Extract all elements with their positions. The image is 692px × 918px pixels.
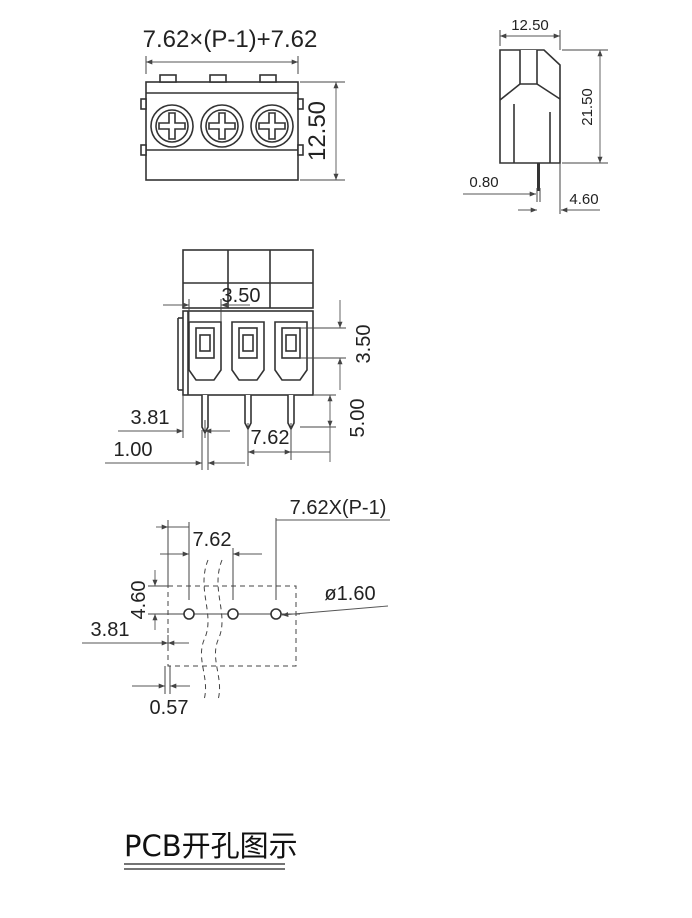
pcb-layout-view: 7.62X(P-1) 7.62 4.60 3.81 ø1.60 0.57 [82,497,390,719]
drawing-title: PCB开孔图示 [124,829,298,863]
bottom-opening-width-label: 3.50 [222,285,261,307]
bottom-pitch-label: 7.62 [251,427,290,449]
pcb-hole [270,608,282,620]
front-width-label: 7.62×(P-1)+7.62 [143,26,318,53]
bottom-opening-height-label: 3.50 [353,325,375,364]
side-view: 12.50 21.50 0.80 4.60 [463,17,608,214]
front-view: 7.62×(P-1)+7.62 [140,26,345,181]
screw-icon [250,104,294,148]
pcb-edge-offset-label: 3.81 [91,619,130,641]
front-height-label: 12.50 [304,101,331,161]
screw-icon [200,104,244,148]
bottom-top-housing [182,249,314,309]
wire-opening [274,321,308,381]
wire-opening [188,321,222,381]
bottom-pin-length-label: 5.00 [347,399,369,438]
pcb-margin-label: 0.57 [150,697,189,719]
bottom-edge-to-pin-label: 3.81 [131,407,170,429]
side-pin [537,163,540,191]
pcb-pitch-formula-label: 7.62X(P-1) [290,497,387,519]
pcb-row-offset-label: 4.60 [128,581,150,620]
wire-opening [231,321,265,381]
bottom-pin-width-label: 1.00 [114,439,153,461]
side-depth-label: 12.50 [511,17,549,34]
bottom-view: 3.50 3.50 5.00 3.81 7.62 1.00 [105,249,375,470]
side-pin-offset-label: 4.60 [569,191,598,208]
caption: PCB开孔图示 [124,829,298,870]
side-height-label: 21.50 [579,88,596,126]
pcb-hole-diameter-label: ø1.60 [324,583,375,605]
pcb-pitch-label: 7.62 [193,529,232,551]
pcb-outline [167,585,297,667]
side-pin-thickness-label: 0.80 [469,174,498,191]
screw-icon [150,104,194,148]
pcb-hole [227,608,239,620]
pcb-hole [183,608,195,620]
